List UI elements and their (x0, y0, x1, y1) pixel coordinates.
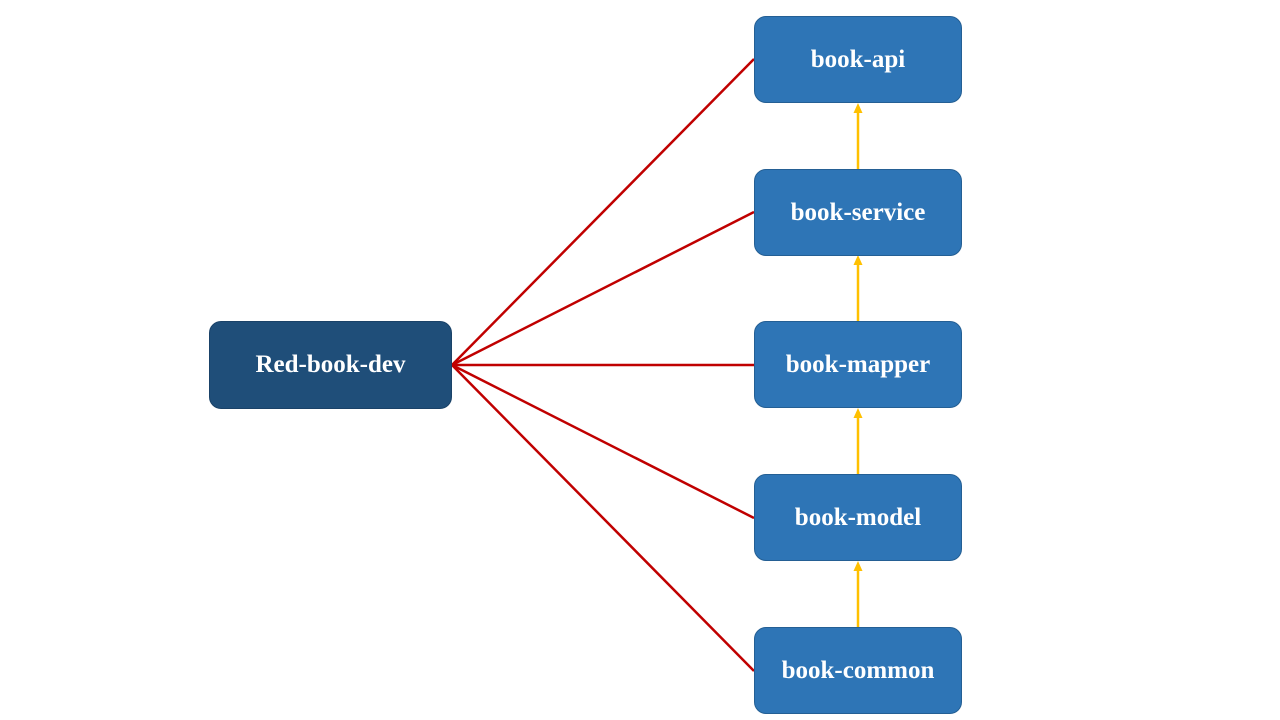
aggregation-line-book-model (451, 363, 755, 520)
dependency-arrow-common-to-model (853, 561, 863, 627)
module-node-book-api: book-api (754, 16, 962, 103)
module-label: book-api (810, 45, 906, 73)
module-node-book-mapper: book-mapper (754, 321, 962, 408)
aggregation-line-book-service (451, 210, 755, 367)
module-label: book-model (794, 503, 922, 531)
module-node-book-service: book-service (754, 169, 962, 256)
root-project-label: Red-book-dev (255, 351, 406, 378)
module-label: book-service (790, 198, 926, 226)
dependency-arrow-mapper-to-service (853, 255, 863, 321)
aggregation-line-book-common (451, 364, 755, 672)
dependency-arrow-service-to-api (853, 103, 863, 169)
dependency-arrow-model-to-mapper (853, 408, 863, 474)
module-node-book-common: book-common (754, 627, 962, 714)
root-project-node: Red-book-dev (209, 321, 452, 409)
module-node-book-model: book-model (754, 474, 962, 561)
module-label: book-common (781, 656, 935, 684)
module-label: book-mapper (785, 350, 931, 378)
aggregation-line-book-api (451, 58, 755, 366)
